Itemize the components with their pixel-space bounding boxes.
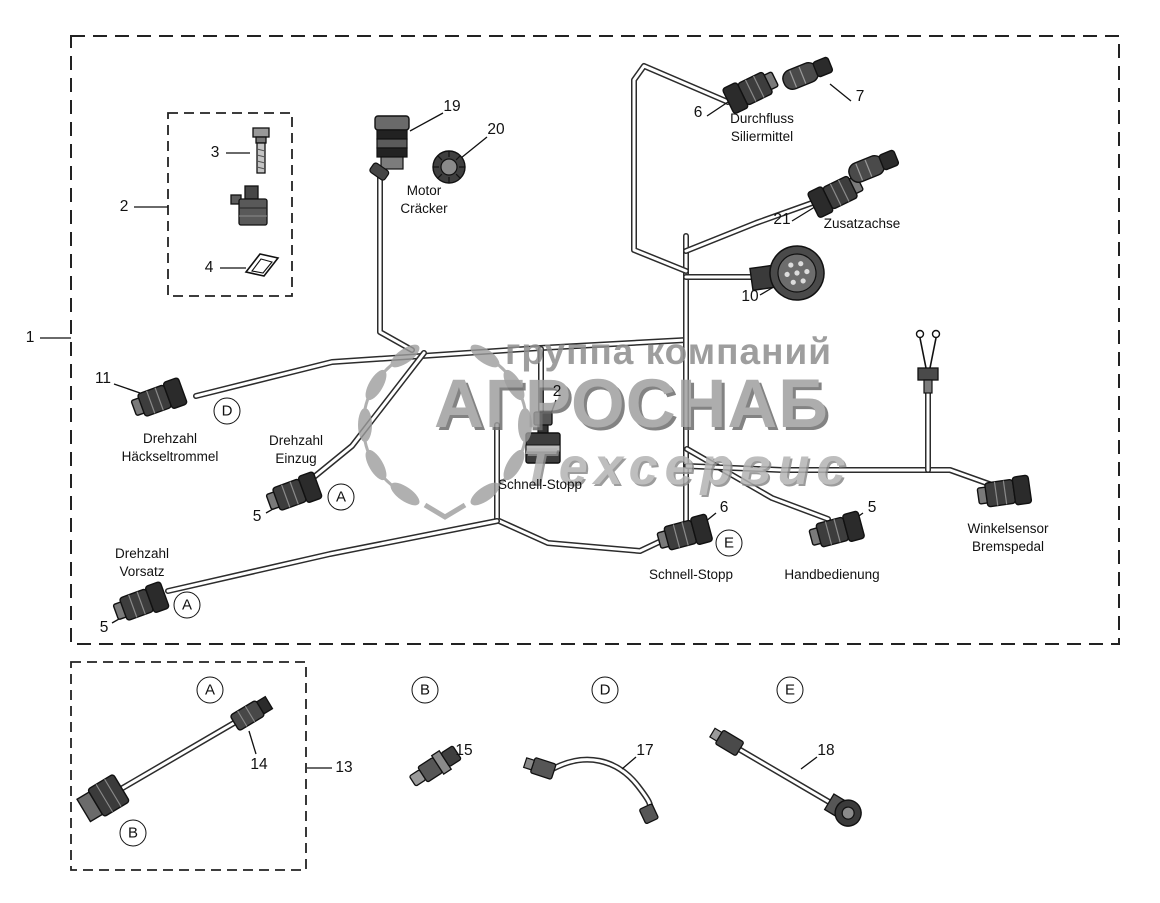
callout-motor-cap: 20 [487, 121, 505, 138]
label-handbedienung: Handbedienung [784, 567, 880, 582]
callout-part-15: 15 [455, 742, 473, 759]
part-15-sensor [409, 745, 462, 787]
callout-harness: 1 [25, 329, 35, 346]
callout-part-18: 18 [817, 742, 835, 759]
badge-a-bottom: A [196, 676, 224, 704]
part-17-cable-end-right [639, 803, 659, 825]
label-vorsatz: Drehzahl Vorsatz [114, 546, 170, 579]
callout-part-17: 17 [636, 742, 654, 759]
badge-b-col: B [411, 676, 439, 704]
durchfluss-plug [779, 54, 835, 93]
main-harness-boundary [70, 35, 1120, 645]
callout-schnellstopp-valve: 2 [552, 383, 562, 400]
kit-solenoid-valve [230, 185, 268, 226]
label-winkelsensor: Winkelsensor Bremspedal [967, 521, 1049, 554]
label-einzug: Drehzahl Einzug [268, 433, 324, 466]
callout-vorsatz: 5 [99, 619, 109, 636]
label-durchfluss: Durchfluss Siliermittel [730, 111, 794, 144]
badge-b-bottom: B [119, 819, 147, 847]
callout-leader-lines [40, 83, 864, 770]
callout-durchfluss-connector: 6 [693, 104, 703, 121]
callout-haeckseltrommel: 11 [94, 370, 112, 387]
kit-bolt [252, 127, 270, 174]
callout-einzug: 5 [252, 508, 262, 525]
zusatzachse-plug [845, 147, 901, 186]
kit-seal [244, 253, 280, 277]
vorsatz-connector [110, 580, 171, 627]
badge-e-right: E [715, 529, 743, 557]
motor-cracker-cap [432, 150, 466, 184]
label-schnellstopp-mid: Schnell-Stopp [497, 477, 583, 492]
callout-kit-seal: 4 [204, 259, 214, 276]
badge-a-vorsatz: A [173, 591, 201, 619]
haeckseltrommel-connector [128, 376, 189, 423]
callout-durchfluss-plug: 7 [855, 88, 865, 105]
schnellstopp-valve [525, 411, 561, 464]
badge-d-col: D [591, 676, 619, 704]
label-motor-cracker: Motor Cräcker [400, 183, 448, 216]
durchfluss-connector [721, 65, 782, 115]
winkelsensor-antenna [915, 329, 941, 394]
badge-a-einzug: A [327, 483, 355, 511]
harness-wires [111, 63, 995, 816]
adapter-connector-14 [230, 695, 274, 731]
badge-e-col: E [776, 676, 804, 704]
einzug-connector [263, 470, 324, 517]
adapter-set-boundary [70, 661, 307, 871]
callout-handbedienung: 5 [867, 499, 877, 516]
label-schnellstopp-right: Schnell-Stopp [648, 567, 734, 582]
callout-kit-bolt: 3 [210, 144, 220, 161]
part-18-adapter-top [709, 727, 744, 756]
motor-cracker-connector [369, 115, 410, 181]
adapter-connector-b [76, 774, 130, 823]
main-round-plug [749, 245, 825, 301]
callout-zusatzachse: 21 [773, 211, 791, 228]
badge-d-top: D [213, 397, 241, 425]
callout-kit-box: 2 [119, 198, 129, 215]
callout-schnellstopp-connector: 6 [719, 499, 729, 516]
part-17-cable-end-left [522, 757, 557, 780]
label-haeckseltrommel: Drehzahl Häckseltrommel [121, 431, 219, 464]
valve-kit-boundary [167, 112, 293, 297]
label-zusatzachse: Zusatzachse [823, 216, 901, 231]
part-18-adapter-bottom [823, 793, 862, 827]
callout-adapter-set: 13 [335, 759, 353, 776]
callout-main-plug: 10 [741, 288, 759, 305]
callout-adapter-connector: 14 [250, 756, 268, 773]
callout-motor-connector: 19 [443, 98, 461, 115]
